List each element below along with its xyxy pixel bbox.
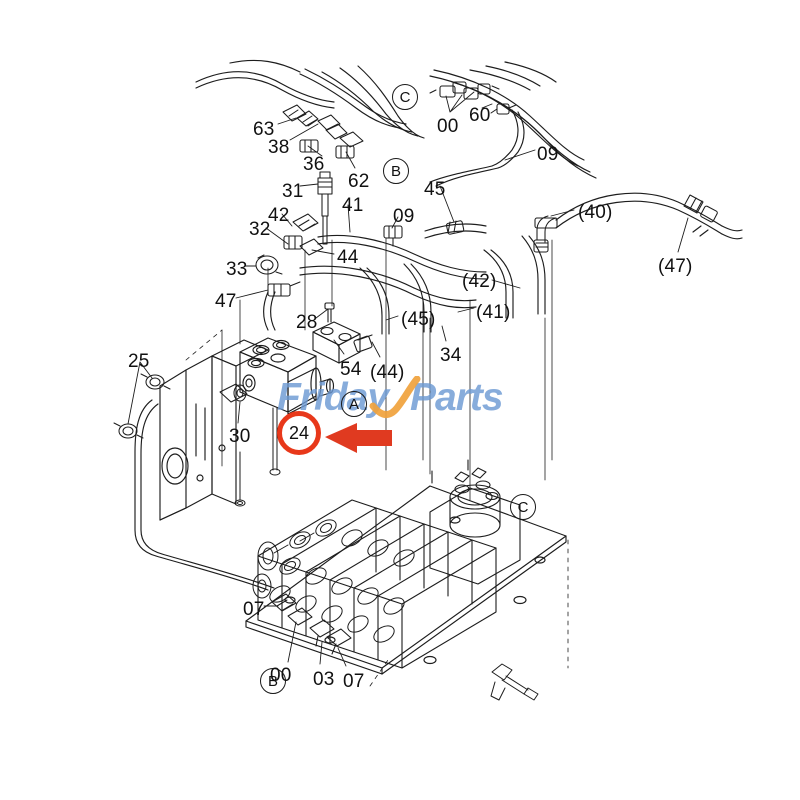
section-marker-a-mid: A xyxy=(341,391,367,417)
callout-44-paren: (44) xyxy=(370,362,405,383)
callout-09-top: 09 xyxy=(537,144,559,165)
callout-45: 45 xyxy=(424,179,446,200)
callout-60: 60 xyxy=(469,105,491,126)
section-marker-c-bottom: C xyxy=(510,494,536,520)
callout-63: 63 xyxy=(253,119,275,140)
section-marker-c-top: C xyxy=(392,84,418,110)
callout-25: 25 xyxy=(128,351,150,372)
callout-45-paren: (45) xyxy=(401,309,436,330)
callout-07-right: 07 xyxy=(343,671,365,692)
callout-47-left: 47 xyxy=(215,291,237,312)
callout-00-bottom: 00 xyxy=(270,665,292,686)
callout-41-right: (41) xyxy=(476,302,511,323)
section-marker-b-bottom: B xyxy=(260,668,286,694)
callout-41: 41 xyxy=(342,195,364,216)
callout-28: 28 xyxy=(296,312,318,333)
callout-34: 34 xyxy=(440,345,462,366)
callout-30: 30 xyxy=(229,426,251,447)
callout-44: 44 xyxy=(337,247,359,268)
callout-03: 03 xyxy=(313,669,335,690)
callout-42-right: (42) xyxy=(462,271,497,292)
callout-54: 54 xyxy=(340,359,362,380)
section-marker-b-top: B xyxy=(383,158,409,184)
highlight-label: 24 xyxy=(288,422,310,443)
callout-42: 42 xyxy=(268,205,290,226)
callout-32: 32 xyxy=(249,219,271,240)
callout-40: (40) xyxy=(578,202,613,223)
callout-00-top: 00 xyxy=(437,116,459,137)
callout-38: 38 xyxy=(268,137,290,158)
highlighted-part-24-badge: 24 xyxy=(277,411,321,455)
callout-47: (47) xyxy=(658,256,693,277)
callout-33: 33 xyxy=(226,259,248,280)
callout-36: 36 xyxy=(303,154,325,175)
callout-31: 31 xyxy=(282,181,304,202)
callout-62: 62 xyxy=(348,171,370,192)
callout-09-mid: 09 xyxy=(393,206,415,227)
callout-07-left: 07 xyxy=(243,599,265,620)
